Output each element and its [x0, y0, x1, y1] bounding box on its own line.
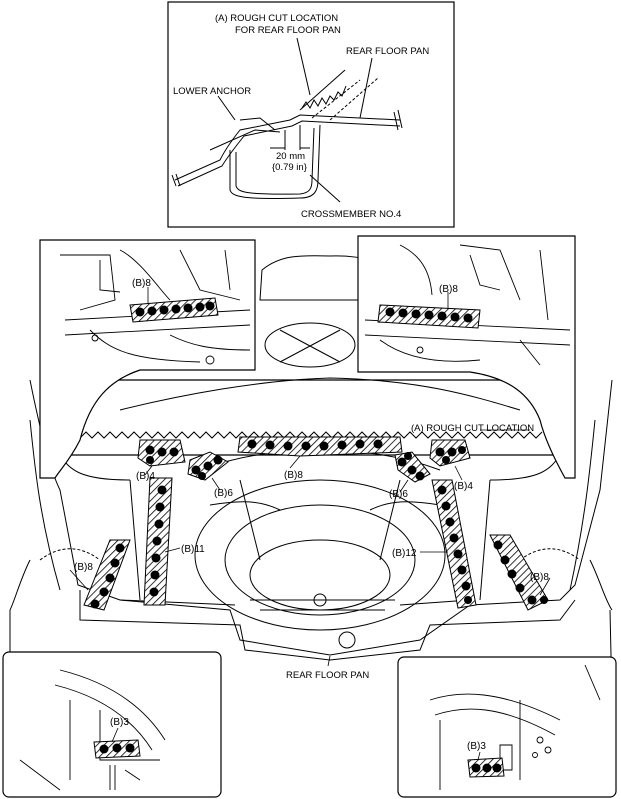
detail-rough-cut-label-1: (A) ROUGH CUT LOCATION: [215, 13, 338, 24]
inset-top-left: [39, 239, 256, 479]
weld-label-left-11: (B)11: [181, 544, 205, 555]
detail-rough-cut-label-2: FOR REAR FLOOR PAN: [235, 25, 341, 36]
weld-label-inset-bottom-left: (B)3: [110, 717, 129, 728]
detail-rear-floor-pan-label: REAR FLOOR PAN: [346, 46, 429, 57]
weld-label-right-6: (B)6: [389, 489, 408, 500]
inset-top-right: [357, 235, 576, 479]
weld-dots-main: [90, 439, 548, 609]
detail-dimension-mm: 20 mm: [276, 151, 305, 162]
weld-label-left-side-8: (B)8: [74, 562, 93, 573]
inset-bottom-right: [397, 656, 617, 798]
main-rough-cut-label: (A) ROUGH CUT LOCATION: [411, 423, 534, 434]
weld-label-inset-bottom-right: (B)3: [467, 741, 486, 752]
weld-label-right-12: (B)12: [392, 548, 417, 559]
weld-label-left-6: (B)6: [214, 488, 233, 499]
weld-label-right-side-8: (B)8: [530, 572, 549, 583]
leader-lines: [69, 429, 551, 761]
weld-label-inset-top-right: (B)8: [439, 284, 458, 295]
detail-lower-anchor-label: LOWER ANCHOR: [173, 86, 251, 97]
detail-section-box: [167, 1, 455, 228]
rough-cut-line: [79, 431, 543, 439]
weld-label-inset-top-left: (B)8: [132, 278, 151, 289]
weld-label-center-8: (B)8: [284, 470, 303, 481]
weld-label-right-outer-4: (B)4: [454, 481, 473, 492]
labels: (A) ROUGH CUT LOCATION FOR REAR FLOOR PA…: [74, 13, 549, 752]
weld-label-left-outer-4: (B)4: [136, 471, 155, 482]
weld-bands-main: [83, 436, 549, 611]
detail-dimension-in: {0.79 in}: [272, 162, 307, 173]
inset-bottom-left: [2, 651, 222, 798]
main-rear-floor-pan-label: REAR FLOOR PAN: [286, 670, 369, 681]
detail-crossmember-label: CROSSMEMBER NO.4: [301, 209, 401, 220]
